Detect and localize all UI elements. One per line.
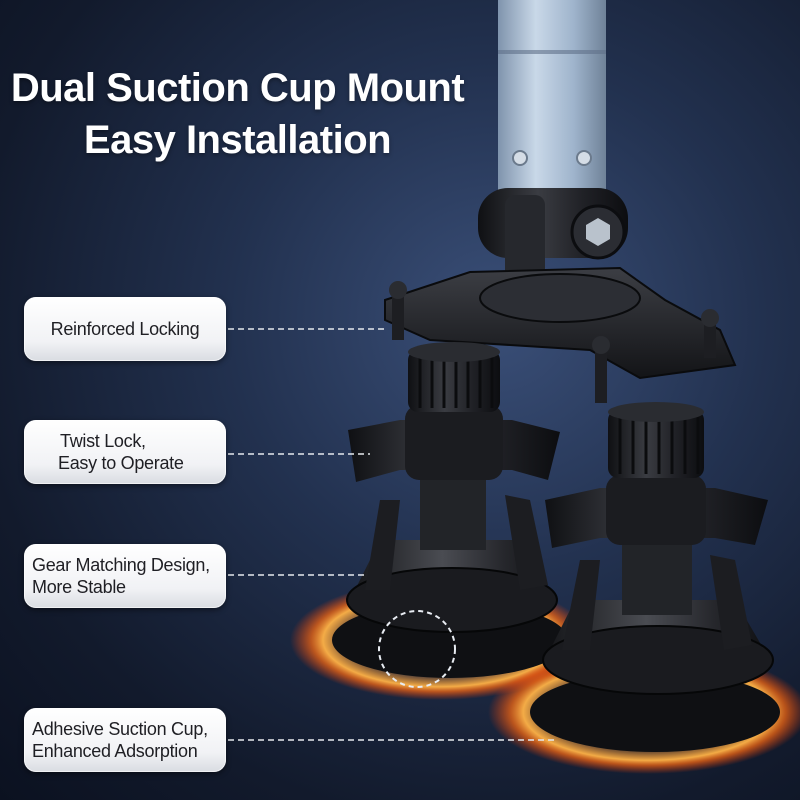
feature-label-secondary: More Stable [32,577,126,597]
headline-line-1: Dual Suction Cup Mount [10,66,465,110]
feature-label-secondary: Easy to Operate [58,453,184,473]
feature-label: Reinforced Locking [50,319,200,339]
feature-callout-gear-matching: Gear Matching Design, More Stable [24,544,226,608]
feature-label-secondary: Enhanced Adsorption [32,741,198,761]
leader-lines [228,328,555,741]
feature-label: Gear Matching Design, [32,555,210,575]
feature-label: Twist Lock, [60,431,146,451]
gear-highlight-circle [378,610,456,688]
feature-label: Adhesive Suction Cup, [32,719,208,739]
feature-callout-adhesive-suction: Adhesive Suction Cup, Enhanced Adsorptio… [24,708,226,772]
feature-callout-reinforced-locking: Reinforced Locking [24,297,226,361]
headline-line-2: Easy Installation [83,118,392,162]
feature-callout-twist-lock: Twist Lock, Easy to Operate [24,420,226,484]
